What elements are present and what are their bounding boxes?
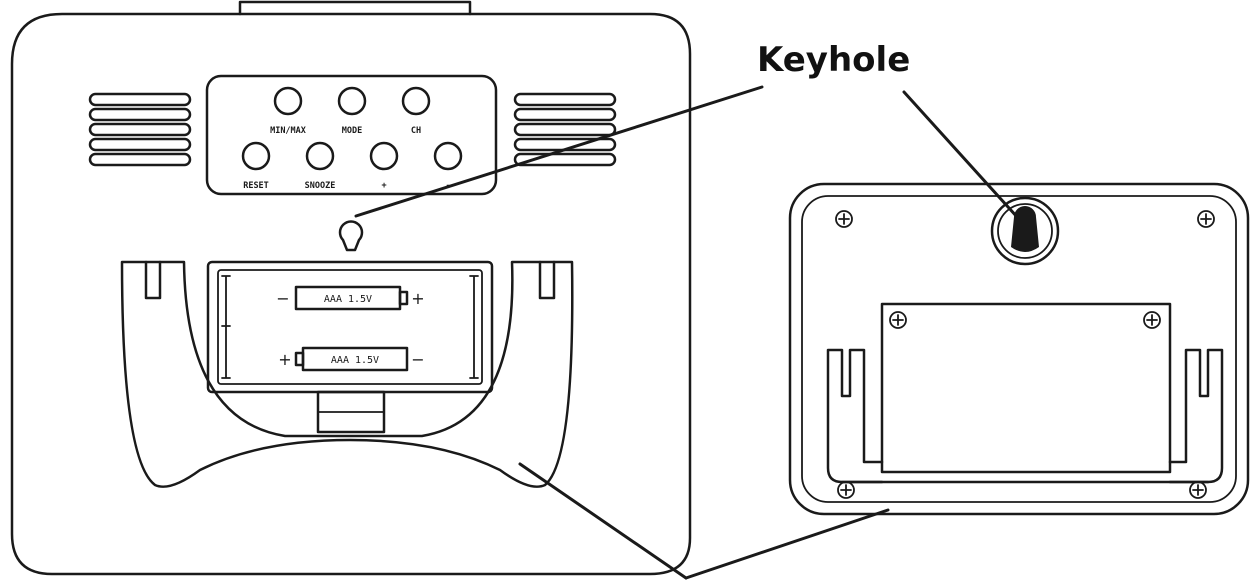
min-max-button[interactable]	[273, 86, 303, 116]
left-speaker-vents	[88, 92, 192, 167]
battery-contacts-left	[221, 275, 231, 379]
battery-2-body	[301, 346, 409, 372]
small-device-inner-edge	[801, 195, 1237, 503]
screw-icon	[1189, 481, 1207, 499]
battery-contacts-right	[469, 275, 479, 379]
snooze-button[interactable]	[305, 141, 335, 171]
large-device: MIN/MAX MODE CH RESET SNOOZE + - AAA 1.5…	[10, 0, 692, 576]
screw-icon	[1143, 311, 1161, 329]
mode-button[interactable]	[337, 86, 367, 116]
small-stand-left	[826, 348, 884, 484]
min-max-label: MIN/MAX	[270, 126, 306, 136]
reset-label: RESET	[243, 181, 269, 191]
plus-label: +	[381, 181, 386, 191]
small-device	[788, 182, 1250, 516]
button-panel	[205, 74, 498, 196]
large-keyhole-icon	[338, 220, 364, 252]
screw-icon	[837, 481, 855, 499]
top-tab	[238, 0, 472, 16]
battery-2: AAA 1.5V + −	[278, 346, 425, 372]
battery-2-right-sign: −	[411, 350, 424, 369]
ch-button[interactable]	[401, 86, 431, 116]
battery-2-left-sign: +	[278, 350, 291, 369]
stand-leader-line-left	[518, 462, 688, 580]
battery-2-label: AAA 1.5V	[331, 355, 379, 366]
small-device-body	[788, 182, 1250, 516]
ch-label: CH	[411, 126, 421, 136]
screw-icon	[889, 311, 907, 329]
large-device-body	[10, 12, 692, 576]
left-stand-slot	[144, 260, 162, 300]
keyhole-recess	[990, 196, 1060, 266]
battery-1-left-sign: −	[276, 289, 289, 308]
stand-leader-line-right	[684, 508, 890, 580]
battery-compartment	[206, 260, 494, 394]
screw-icon	[835, 210, 853, 228]
keyhole-rim	[997, 203, 1053, 259]
battery-compartment-inner	[217, 269, 483, 385]
screw-icon	[1197, 210, 1215, 228]
mode-label: MODE	[342, 126, 362, 136]
right-stand-slot	[538, 260, 556, 300]
battery-1: AAA 1.5V − +	[276, 285, 425, 311]
minus-button[interactable]	[433, 141, 463, 171]
reset-button[interactable]	[241, 141, 271, 171]
keyhole-leader-line-small	[902, 90, 1020, 220]
small-stand-right	[1168, 348, 1224, 484]
right-speaker-vents	[513, 92, 617, 167]
small-battery-cover[interactable]	[880, 302, 1172, 474]
stand-outline	[120, 260, 574, 488]
keyhole-leader-line-large	[354, 85, 764, 218]
keyhole-callout-label: Keyhole	[757, 40, 910, 80]
battery-1-label: AAA 1.5V	[324, 294, 372, 305]
plus-button[interactable]	[369, 141, 399, 171]
battery-1-terminal	[398, 290, 409, 306]
battery-1-right-sign: +	[411, 289, 424, 308]
snooze-label: SNOOZE	[305, 181, 336, 191]
